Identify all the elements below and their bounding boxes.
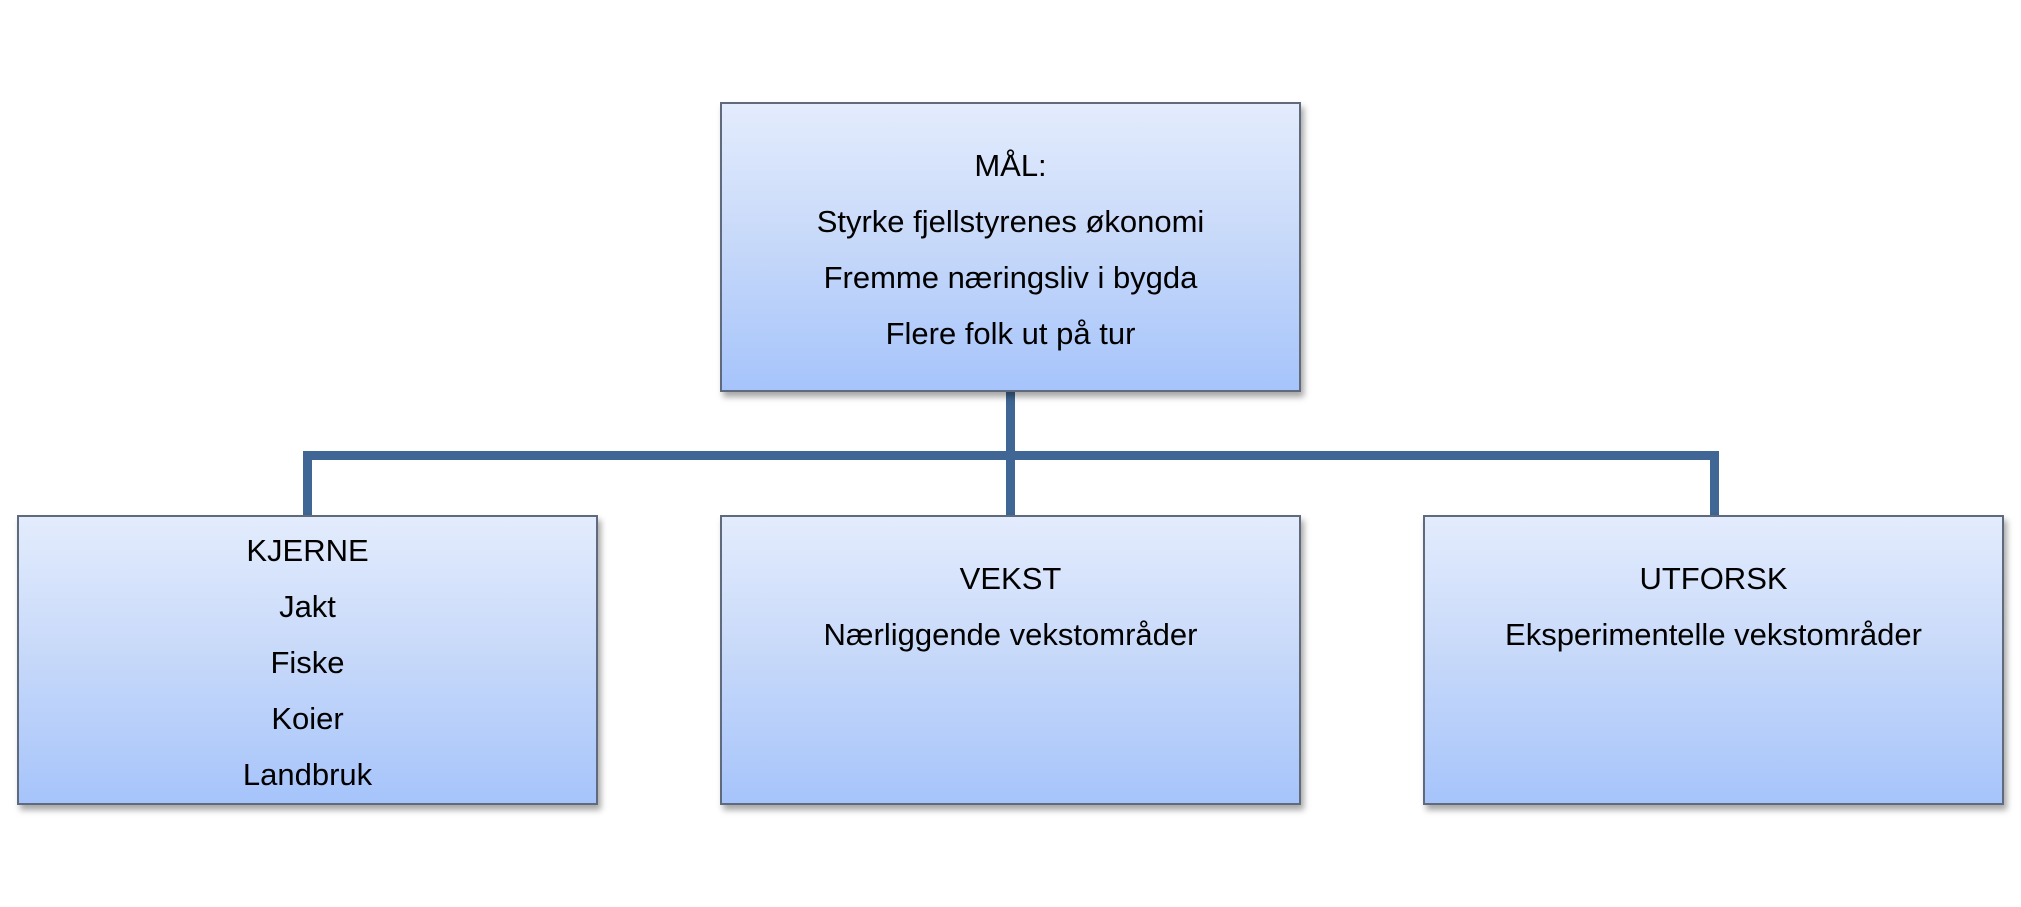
explore-heading: UTFORSK	[1639, 561, 1788, 596]
growth-box: VEKST Nærliggende vekstområder	[720, 515, 1301, 805]
explore-box: UTFORSK Eksperimentelle vekstområder	[1423, 515, 2004, 805]
core-item: Landbruk	[242, 757, 373, 792]
connector-core-drop	[303, 451, 312, 515]
core-item: Fiske	[270, 645, 345, 680]
goal-box: MÅL: Styrke fjellstyrenes økonomi Fremme…	[720, 102, 1301, 392]
goal-line: Fremme næringsliv i bygda	[823, 260, 1198, 295]
core-item: Jakt	[279, 589, 336, 624]
core-box: KJERNE Jakt Fiske Koier Landbruk	[17, 515, 598, 805]
goal-line: Flere folk ut på tur	[885, 316, 1136, 351]
growth-item: Nærliggende vekstområder	[823, 617, 1198, 652]
growth-heading: VEKST	[959, 561, 1062, 596]
core-item: Koier	[271, 701, 344, 736]
goal-line: Styrke fjellstyrenes økonomi	[816, 204, 1205, 239]
core-heading: KJERNE	[246, 533, 369, 568]
goal-heading: MÅL:	[974, 148, 1047, 183]
explore-item: Eksperimentelle vekstområder	[1505, 617, 1922, 652]
connector-explore-drop	[1710, 451, 1719, 515]
connector-goal-down	[1006, 392, 1015, 454]
connector-growth-drop	[1006, 451, 1015, 515]
